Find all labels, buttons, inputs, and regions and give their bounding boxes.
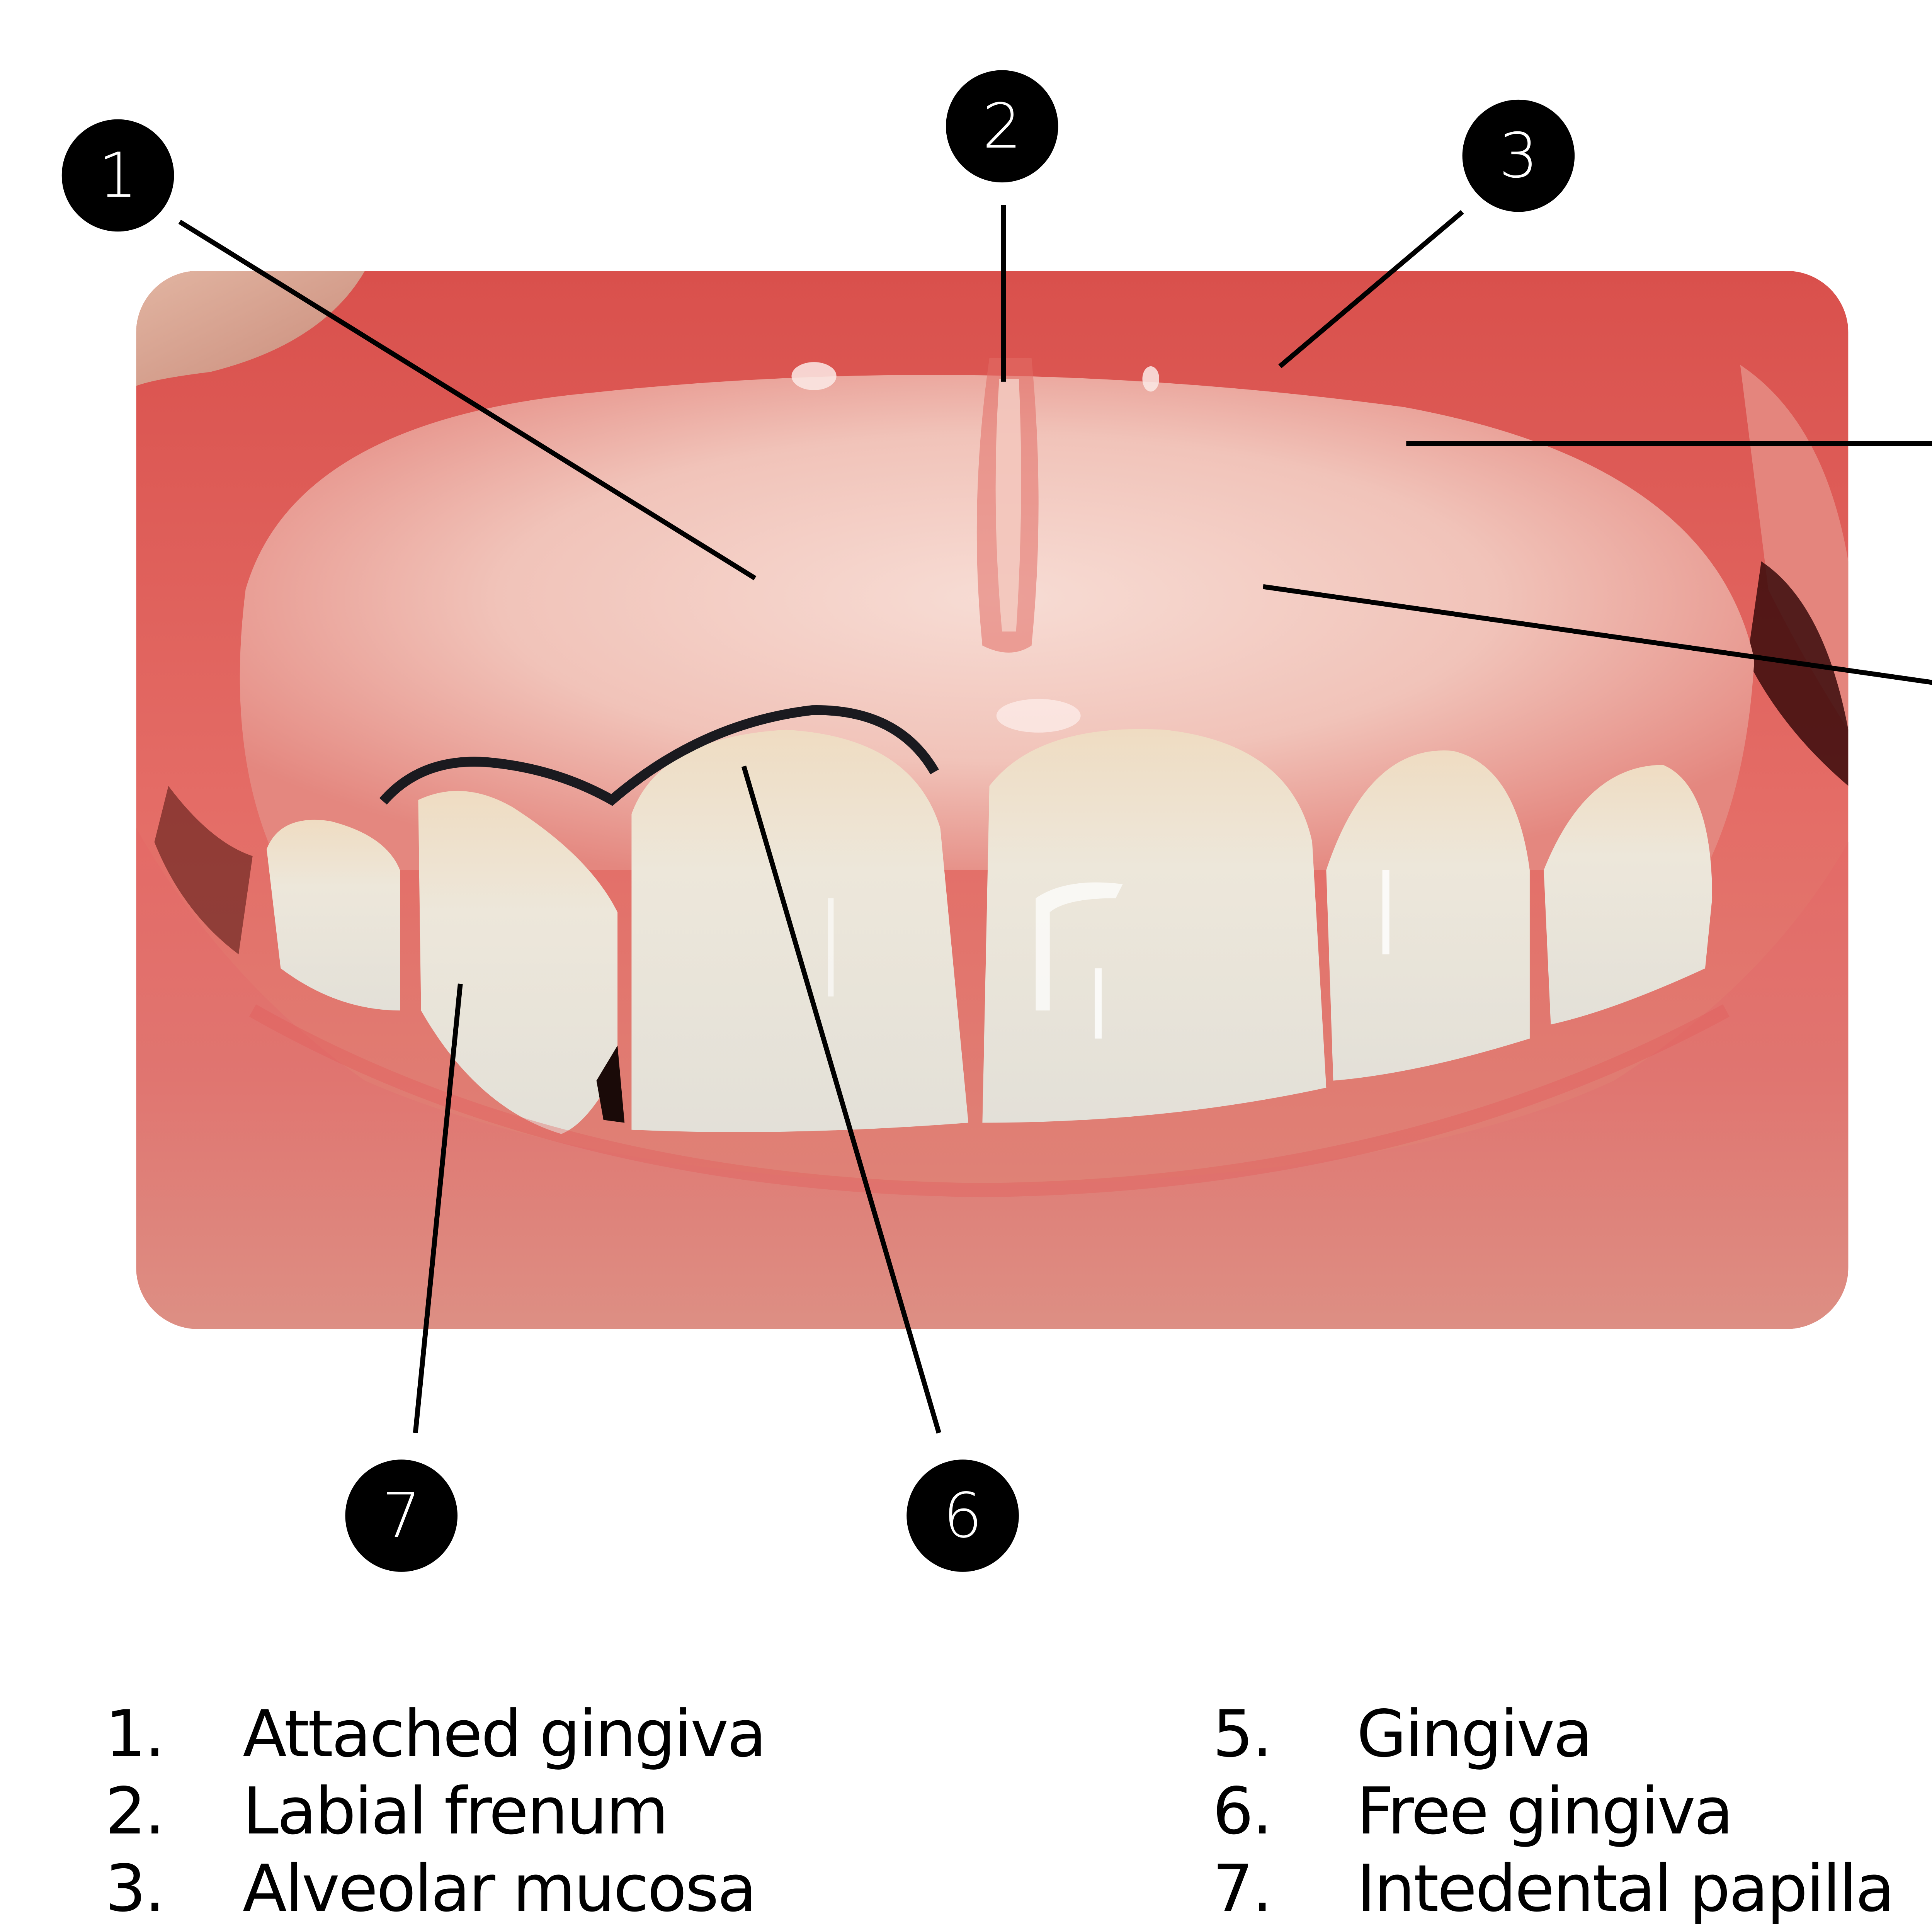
callout-number: 1 [98, 139, 138, 211]
callout-number: 6 [943, 1480, 983, 1552]
leader-line-1 [178, 219, 757, 580]
leader-lines [178, 205, 1932, 1434]
callout-3: 3 [1462, 99, 1575, 212]
leader-line-5 [1262, 584, 1932, 685]
callout-6: 6 [906, 1459, 1019, 1572]
mouth-photo [136, 270, 1849, 1329]
leader-line-6 [741, 765, 941, 1434]
callout-number: 2 [982, 90, 1022, 162]
leader-line-3 [1278, 210, 1464, 368]
callout-number: 3 [1499, 120, 1538, 192]
callout-1: 1 [61, 119, 174, 232]
callout-7: 7 [345, 1459, 458, 1572]
leader-line-7 [413, 983, 463, 1433]
callout-number: 7 [382, 1480, 421, 1552]
callout-2: 2 [946, 70, 1058, 183]
free-gingiva-gumline [379, 705, 939, 806]
